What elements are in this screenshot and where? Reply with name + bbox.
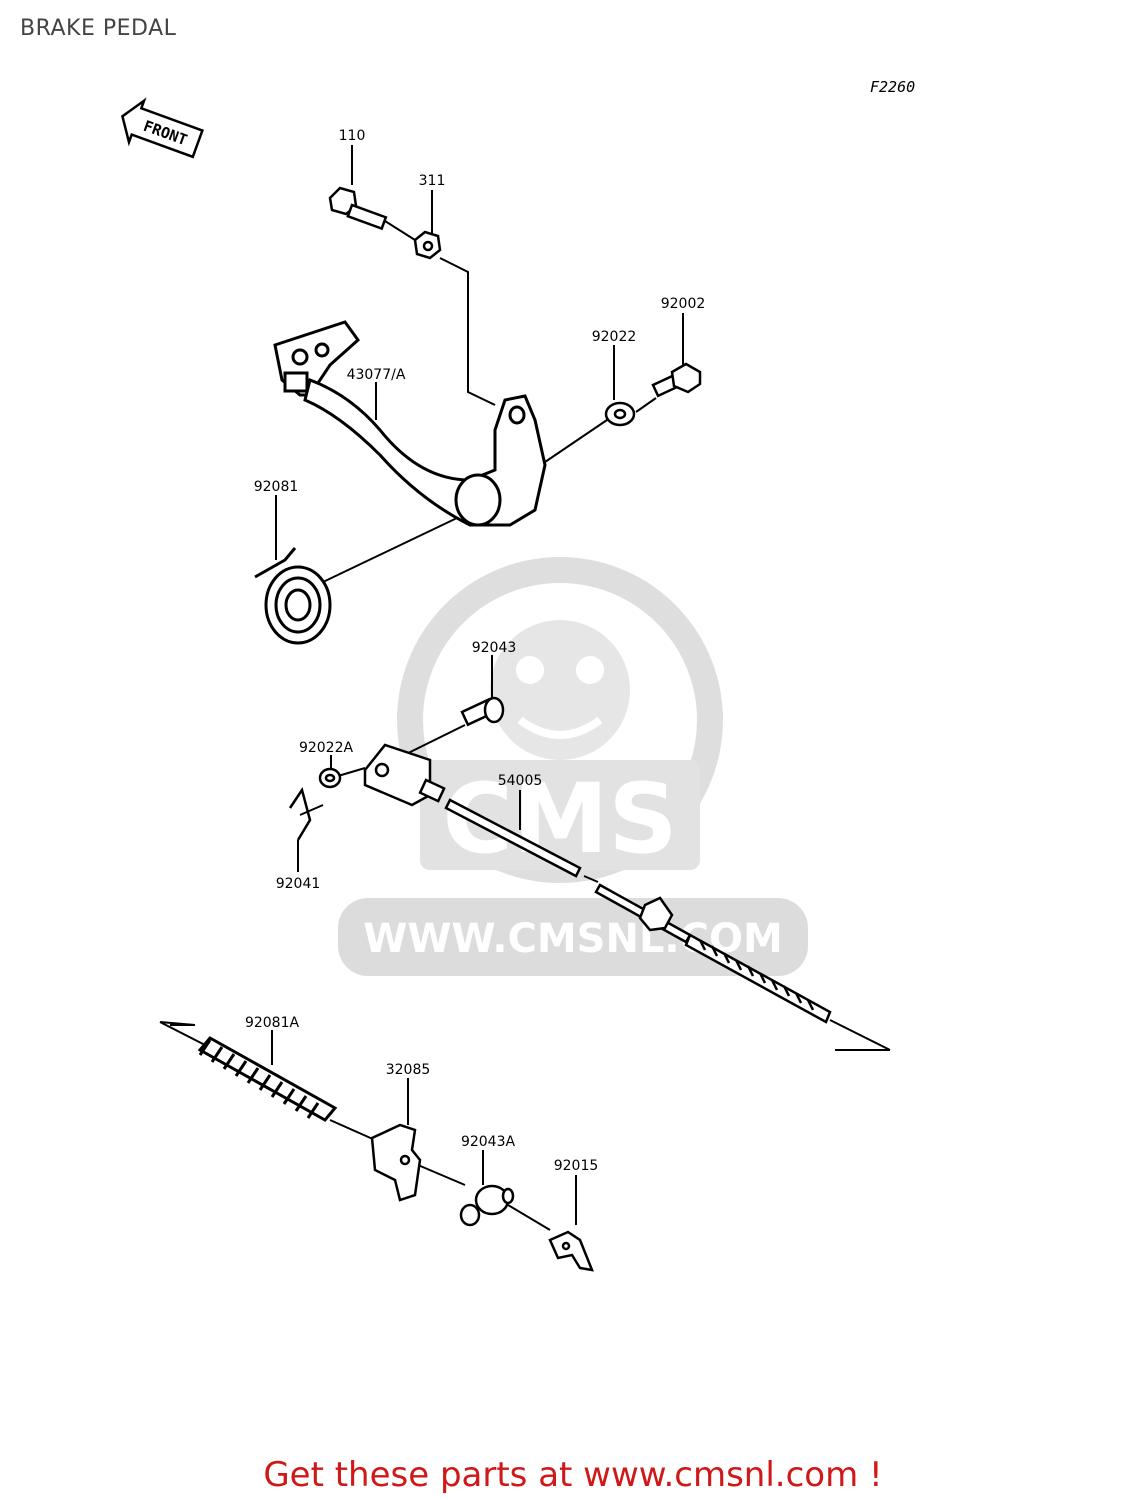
bracket-32085 bbox=[370, 1123, 422, 1202]
label-92022a: 92022A bbox=[299, 740, 354, 756]
wing-nut-92015 bbox=[548, 1230, 594, 1272]
label-110: 110 bbox=[339, 128, 366, 144]
nut-311 bbox=[413, 230, 442, 260]
spring-92081a bbox=[197, 1036, 338, 1122]
adjuster-rod bbox=[594, 883, 832, 1024]
label-92002: 92002 bbox=[661, 296, 706, 312]
washer-92022 bbox=[604, 401, 636, 427]
label-92022: 92022 bbox=[592, 329, 637, 345]
label-32085: 32085 bbox=[386, 1062, 431, 1078]
pin-92043 bbox=[460, 696, 505, 727]
spring-92081 bbox=[254, 547, 332, 645]
label-92043a: 92043A bbox=[461, 1134, 516, 1150]
part-labels: 110 311 92002 92022 43077/A 92081 92043 … bbox=[245, 128, 705, 1174]
front-arrow-icon: FRONT bbox=[120, 97, 204, 159]
label-92041: 92041 bbox=[276, 876, 321, 892]
rod-54005 bbox=[363, 743, 582, 878]
label-92015: 92015 bbox=[554, 1158, 599, 1174]
cable-direction-arrows bbox=[159, 1019, 891, 1051]
cotter-pin-92041 bbox=[288, 787, 312, 841]
label-43077a: 43077/A bbox=[347, 367, 406, 383]
cms-watermark: CMS WWW.CMSNL.COM bbox=[338, 557, 808, 976]
page-title: BRAKE PEDAL bbox=[20, 16, 177, 41]
figure-code: F2260 bbox=[870, 78, 916, 96]
label-54005: 54005 bbox=[498, 773, 543, 789]
bolt-92002 bbox=[651, 362, 702, 398]
label-92081a: 92081A bbox=[245, 1015, 300, 1031]
bolt-110 bbox=[328, 186, 388, 231]
leader-lines bbox=[271, 145, 684, 1231]
label-92081: 92081 bbox=[254, 479, 299, 495]
label-92043: 92043 bbox=[472, 640, 517, 656]
parts-diagram: CMS WWW.CMSNL.COM FRONT bbox=[120, 97, 891, 1272]
joint-92043a bbox=[459, 1184, 515, 1227]
footer-link[interactable]: Get these parts at www.cmsnl.com ! bbox=[263, 1455, 883, 1495]
washer-92022a bbox=[318, 767, 342, 789]
brake-pedal-43077 bbox=[273, 320, 547, 527]
label-311: 311 bbox=[419, 173, 446, 189]
